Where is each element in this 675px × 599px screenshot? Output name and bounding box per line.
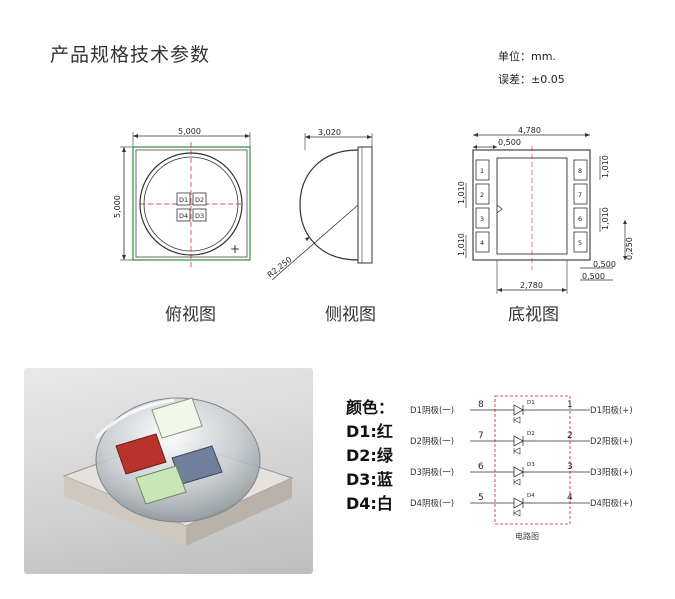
dome-outline	[299, 149, 359, 261]
color-item-d2: D2:绿	[346, 446, 393, 465]
top-die-d4	[176, 208, 191, 222]
bottom-height-dim: 0,250	[625, 237, 634, 260]
unit-note: 单位：mm.	[498, 50, 556, 63]
left-pin-number: 6	[478, 462, 484, 472]
die-label: D3	[527, 462, 535, 468]
pad-offset-dim: 0,500	[498, 138, 521, 147]
right-pin-number: 3	[567, 462, 573, 472]
circuit-caption: 电路图	[515, 531, 539, 541]
cathode-label: D4阴极(一)	[410, 498, 454, 509]
pad-height-right-dim: 1,010	[601, 155, 610, 178]
color-list: 颜色： D1:红 D2:绿 D3:蓝 D4:白	[346, 396, 394, 516]
pad-right-5	[573, 231, 588, 253]
pad-left-number: 1	[480, 167, 484, 175]
right-pin-number: 4	[567, 493, 573, 503]
die-red	[115, 433, 167, 475]
top-die-label: D3	[195, 212, 204, 220]
die-green	[135, 465, 187, 505]
top-width-dim: 5,000	[178, 127, 201, 136]
diode-icon	[513, 435, 524, 447]
top-die-d3	[192, 208, 207, 222]
inner-width-dim: 2,780	[520, 281, 543, 290]
right-pin-number: 1	[567, 400, 573, 410]
right-pin-number: 2	[567, 431, 573, 441]
diode-icon	[513, 404, 524, 416]
package-outline	[132, 146, 251, 261]
top-height-dim: 5,000	[113, 195, 122, 218]
pad-height-left-dim: 1,010	[457, 181, 466, 204]
top-die-d1	[176, 192, 191, 206]
die-label: D2	[527, 431, 535, 437]
bottom-outline	[472, 149, 591, 261]
pad-right-number: 7	[578, 191, 582, 199]
top-die-label: D2	[195, 196, 204, 204]
pad-left-2	[475, 183, 490, 205]
pad-right-number: 6	[578, 215, 582, 223]
color-item-d4: D4:白	[346, 494, 393, 513]
pad-left-1	[475, 159, 490, 181]
cathode-label: D1阴极(一)	[410, 405, 454, 416]
product-photo	[24, 368, 313, 574]
circuit-boundary	[494, 395, 571, 525]
pad-pitch-right-dim: 1,010	[601, 207, 610, 230]
pad-left-number: 3	[480, 215, 484, 223]
page-title: 产品规格技术参数	[50, 44, 211, 66]
anode-label: D3阳极(+)	[590, 467, 633, 478]
die-white	[151, 397, 203, 439]
diode-icon	[513, 466, 524, 478]
side-base	[357, 146, 373, 264]
pad-right-6	[573, 207, 588, 229]
pad-left-3	[475, 207, 490, 229]
left-pin-number: 5	[478, 493, 484, 503]
side-view: 3,020 R2,250 侧视图	[266, 128, 376, 325]
top-die-d2	[192, 192, 207, 206]
pad-pitch-left-dim: 1,010	[457, 233, 466, 256]
pad-right-7	[573, 183, 588, 205]
bottom-view-label: 底视图	[508, 305, 559, 325]
diode-icon	[513, 497, 524, 509]
bottom-offset-2-dim: 0,500	[582, 272, 605, 281]
anode-label: D2阳极(+)	[590, 436, 633, 447]
die-label: D1	[527, 400, 535, 406]
pad-right-number: 8	[578, 167, 582, 175]
top-die-label: D1	[179, 196, 188, 204]
top-die-label: D4	[179, 212, 188, 220]
bottom-view: 4,780 0,500 1 2 3 4 8 7 6 5 1,010 1,010 1,010 1…	[457, 126, 634, 325]
pad-right-number: 5	[578, 239, 582, 247]
die-label: D4	[527, 493, 535, 499]
pad-left-number: 4	[480, 239, 484, 247]
side-width-dim: 3,020	[318, 128, 341, 137]
color-heading: 颜色：	[346, 398, 395, 417]
left-pin-number: 8	[478, 400, 484, 410]
plus-mark-icon: +	[230, 242, 240, 256]
left-pin-number: 7	[478, 431, 484, 441]
bottom-offset-1-dim: 0,500	[593, 260, 616, 269]
anode-label: D4阳极(+)	[590, 498, 633, 509]
tolerance-note: 误差：±0.05	[498, 73, 565, 86]
pad-right-8	[573, 159, 588, 181]
side-view-label: 侧视图	[325, 305, 376, 325]
pad-left-number: 2	[480, 191, 484, 199]
cathode-label: D3阴极(一)	[410, 467, 454, 478]
color-item-d3: D3:蓝	[346, 470, 393, 489]
bottom-width-dim: 4,780	[518, 126, 541, 135]
side-radius-dim: R2,250	[266, 255, 294, 280]
anode-label: D1阳极(+)	[590, 405, 633, 416]
pad-left-4	[475, 231, 490, 253]
cathode-label: D2阴极(一)	[410, 436, 454, 447]
color-item-d1: D1:红	[346, 422, 393, 441]
top-view-label: 俯视图	[165, 305, 216, 325]
